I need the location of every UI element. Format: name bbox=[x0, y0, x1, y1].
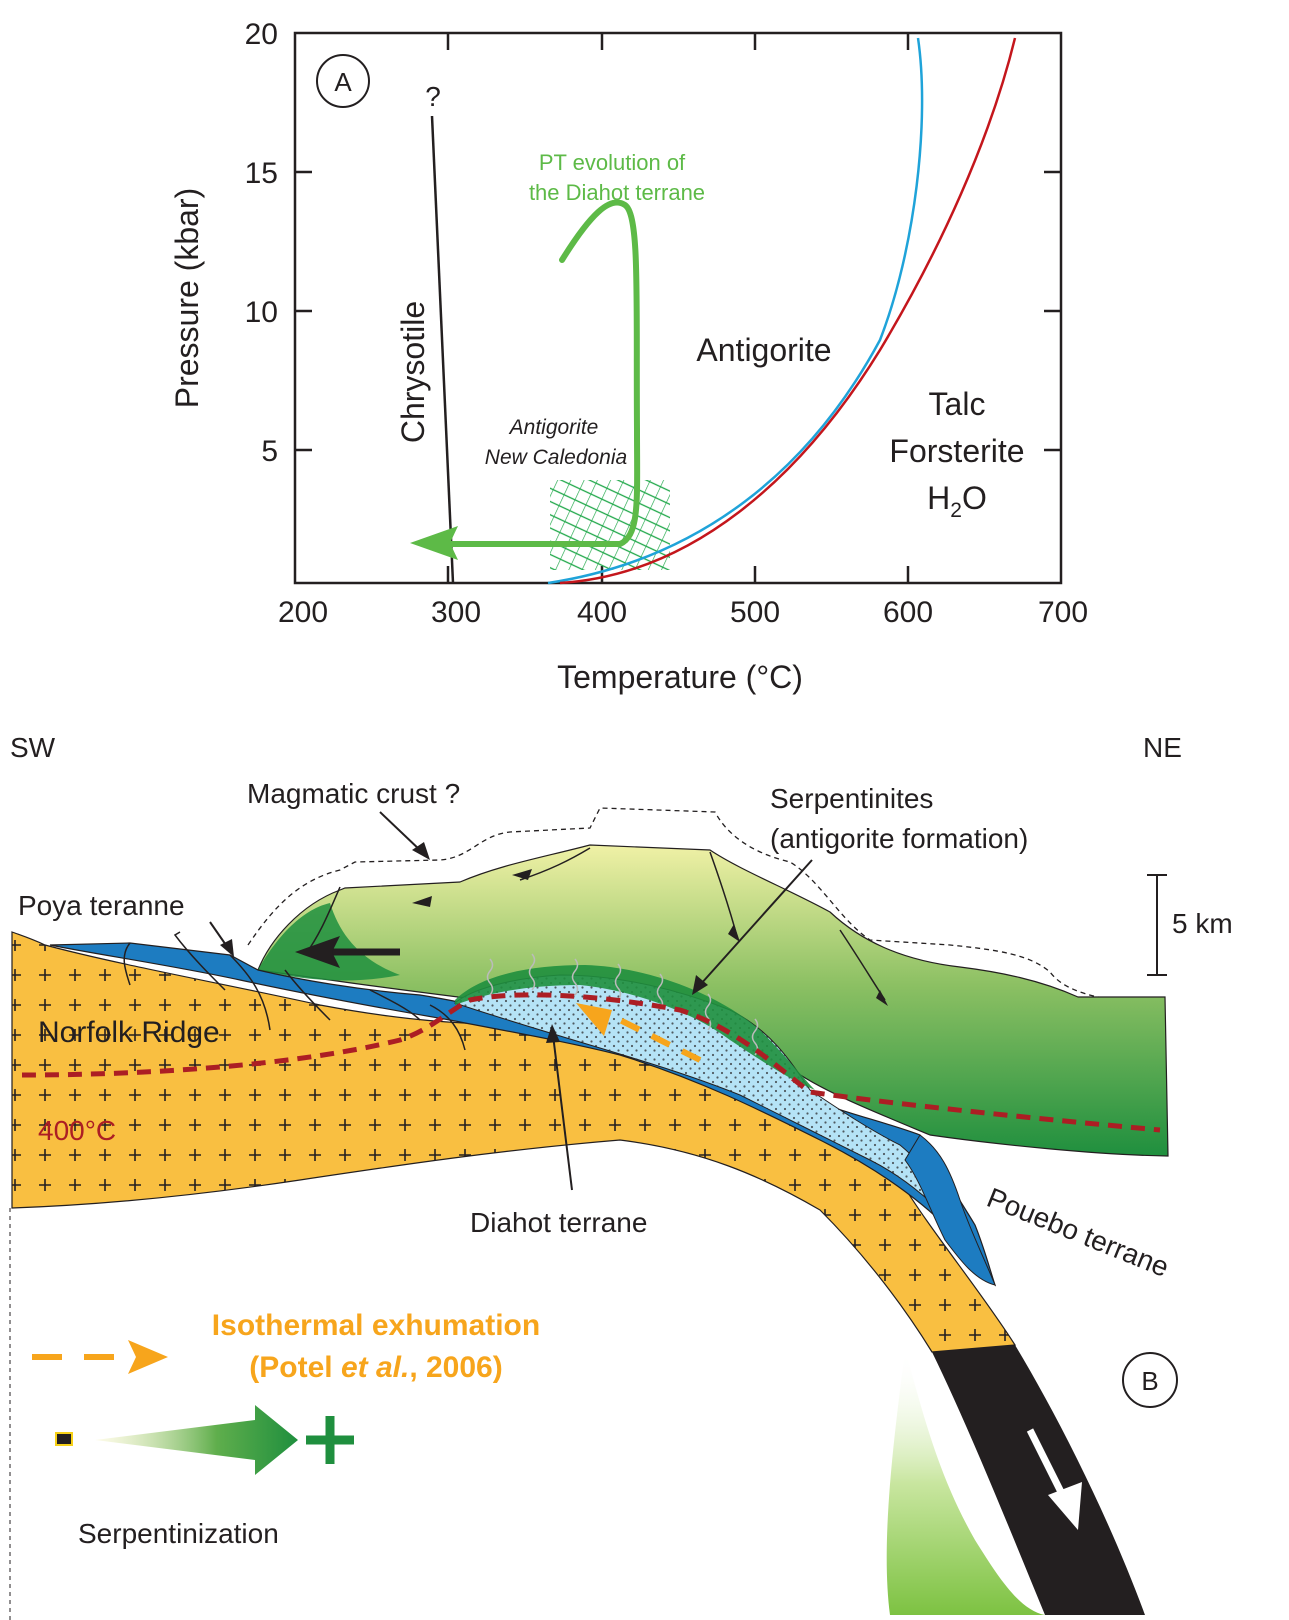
subducting-slab bbox=[932, 1345, 1145, 1615]
exhumation-arrowhead bbox=[576, 1003, 612, 1036]
x-tick-400: 400 bbox=[577, 596, 627, 629]
talc-label: Talc bbox=[929, 386, 986, 422]
slab-motion-arrowhead bbox=[1048, 1482, 1082, 1530]
ne-label: NE bbox=[1143, 732, 1182, 763]
legend-exhumation: Isothermal exhumation (Potel et al., 200… bbox=[32, 1309, 540, 1384]
scale-bar bbox=[1147, 874, 1167, 976]
legend-plus: + bbox=[0, 0, 1, 1]
serpentinites-leader bbox=[699, 859, 813, 986]
y-tick-20: 20 bbox=[245, 18, 278, 51]
h2o-label: H2O bbox=[927, 480, 987, 522]
box-label-line1: Antigorite bbox=[508, 416, 599, 439]
magmatic-crust-outline bbox=[247, 807, 1161, 1006]
exhumation-arrow bbox=[618, 1017, 702, 1063]
legend-gradient-arrow bbox=[95, 1405, 298, 1475]
poya-label: Poya teranne bbox=[18, 890, 185, 921]
y-axis-title: Pressure (kbar) bbox=[169, 188, 205, 409]
legend-serpentinization: - + Serpentinization bbox=[0, 0, 354, 1549]
x-tick-500: 500 bbox=[730, 596, 780, 629]
serpentinites-leader-head bbox=[692, 975, 708, 995]
isotherm-label: 400°C bbox=[38, 1115, 116, 1146]
legend-exhumation-line1: Isothermal exhumation bbox=[212, 1309, 540, 1342]
legend-exhumation-line2: (Potel et al., 2006) bbox=[249, 1351, 502, 1384]
legend-minus: - bbox=[0, 0, 1, 1]
legend-minus-box bbox=[55, 1432, 73, 1446]
diahot-label: Diahot terrane bbox=[470, 1207, 647, 1238]
poya-thrusts bbox=[123, 931, 466, 1051]
pt-path-arrowhead bbox=[410, 526, 458, 560]
pouebo-terrane bbox=[904, 1134, 996, 1286]
pt-label-line1: PT evolution of bbox=[539, 150, 686, 175]
scale-label: 5 km bbox=[1172, 908, 1233, 939]
wedge-motion-arrowhead bbox=[295, 936, 340, 968]
box-label-line2: New Caledonia bbox=[485, 446, 627, 469]
y-tick-15: 15 bbox=[245, 157, 278, 190]
diahot-leader-head bbox=[546, 1024, 560, 1043]
forsterite-label: Forsterite bbox=[889, 433, 1024, 469]
chrysotile-reaction-line bbox=[430, 115, 455, 584]
pouebo-label: Pouebo terrane bbox=[983, 1182, 1174, 1283]
antigorite-field-label: Antigorite bbox=[696, 332, 831, 368]
magmatic-crust-leader bbox=[379, 811, 423, 853]
slab-motion-arrow bbox=[1026, 1428, 1069, 1502]
panel-a: 20 15 10 5 200 300 400 500 600 700 Tempe… bbox=[169, 18, 1088, 695]
panel-a-label-circle bbox=[316, 54, 370, 108]
magmatic-crust-leader-head bbox=[412, 842, 430, 860]
slab-wedge-gradient bbox=[886, 1350, 1045, 1615]
y-tick-5: 5 bbox=[261, 435, 278, 468]
pt-label-line2: the Diahot terrane bbox=[529, 180, 705, 205]
diahot-leader bbox=[552, 1034, 573, 1191]
serpentinites-label-1: Serpentinites bbox=[770, 783, 933, 814]
norfolk-label: Norfolk Ridge bbox=[38, 1016, 220, 1049]
x-tick-200: 200 bbox=[278, 596, 328, 629]
panel-b-label: B bbox=[1141, 1366, 1158, 1396]
serpentinites-label-2: (antigorite formation) bbox=[770, 823, 1028, 854]
x-tick-700: 700 bbox=[1038, 596, 1088, 629]
question-mark: ? bbox=[425, 81, 441, 112]
pt-path bbox=[447, 199, 641, 547]
x-tick-300: 300 bbox=[431, 596, 481, 629]
poya-leader-head bbox=[220, 939, 234, 957]
x-tick-600: 600 bbox=[883, 596, 933, 629]
chrysotile-label: Chrysotile bbox=[395, 301, 431, 443]
antigorite-breakdown-blue-curve bbox=[547, 37, 924, 585]
diahot-terrane-dots bbox=[455, 975, 960, 1230]
x-axis-title: Temperature (°C) bbox=[557, 659, 803, 695]
panel-b-label-circle bbox=[1122, 1352, 1178, 1408]
y-tick-10: 10 bbox=[245, 296, 278, 329]
panel-a-label: A bbox=[334, 67, 352, 97]
sw-label: SW bbox=[10, 732, 56, 763]
antigorite-new-caledonia-box bbox=[550, 480, 670, 570]
antigorite-breakdown-red-curve bbox=[559, 37, 1017, 585]
serpentinite-halo bbox=[455, 965, 815, 1090]
fault-slip-arrows bbox=[412, 869, 888, 1006]
plot-frame bbox=[293, 31, 1063, 585]
magmatic-crust-label: Magmatic crust ? bbox=[247, 778, 460, 809]
legend-serpentinization-label: Serpentinization bbox=[78, 1518, 279, 1549]
legend-plus-sign bbox=[306, 1416, 354, 1464]
